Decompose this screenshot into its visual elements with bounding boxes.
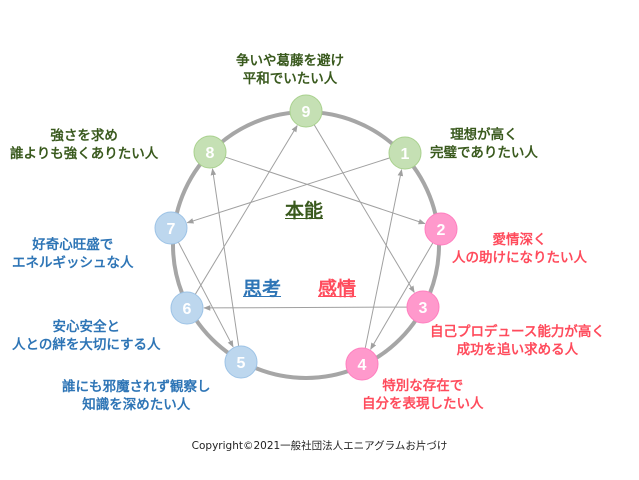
label-3: 自己プロデュース能力が高く成功を追い求める人 (430, 324, 605, 358)
node-6: 6 (170, 291, 204, 325)
node-8: 8 (193, 135, 227, 169)
label-6: 安心安全と人との絆を大切にする人 (12, 319, 161, 353)
node-number: 7 (167, 221, 176, 238)
arrow-6-to-9 (194, 124, 298, 295)
arrow-7-to-5 (177, 241, 234, 348)
arrow-1-to-7 (186, 157, 390, 224)
arrow-5-to-8 (210, 168, 240, 347)
node-number: 1 (401, 146, 410, 163)
node-circle (345, 347, 379, 381)
node-number: 8 (206, 145, 215, 162)
arrow-3-to-6 (203, 305, 408, 311)
node-circle (289, 94, 323, 128)
node-2: 2 (424, 212, 458, 246)
node-1: 1 (388, 136, 422, 170)
label-9: 争いや葛藤を避け平和でいたい人 (236, 53, 344, 87)
node-circle (193, 135, 227, 169)
node-number: 6 (183, 301, 192, 318)
label-7: 好奇心旺盛でエネルギッシュな人 (12, 237, 134, 271)
arrow-2-to-4 (370, 242, 434, 350)
node-circle (388, 136, 422, 170)
center-feeling: 感情 (318, 278, 357, 300)
label-2: 愛情深く人の助けになりたい人 (452, 232, 587, 266)
node-number: 4 (358, 357, 367, 374)
arrow-4-to-1 (364, 168, 404, 349)
label-5: 誰にも邪魔されず観察し知識を深めたい人 (62, 379, 211, 413)
node-circle (154, 211, 188, 245)
center-thinking: 思考 (243, 278, 282, 300)
node-circle (170, 291, 204, 325)
node-number: 5 (237, 355, 246, 372)
label-4: 特別な存在で自分を表現したい人 (362, 378, 484, 412)
node-number: 9 (302, 104, 311, 121)
node-circle (406, 290, 440, 324)
node-number: 3 (419, 300, 428, 317)
label-1: 理想が高く完璧でありたい人 (430, 127, 538, 161)
copyright: Copyright©2021一般社団法人エニアグラムお片づけ (191, 440, 448, 452)
node-9: 9 (289, 94, 323, 128)
node-4: 4 (345, 347, 379, 381)
node-circle (224, 345, 258, 379)
arrow-9-to-3 (313, 124, 415, 294)
label-8: 強さを求め誰よりも強くありたい人 (10, 128, 159, 162)
center-instinct: 本能 (285, 200, 324, 222)
node-5: 5 (224, 345, 258, 379)
node-number: 2 (437, 222, 446, 239)
arrow-8-to-2 (225, 156, 426, 225)
node-circle (424, 212, 458, 246)
node-3: 3 (406, 290, 440, 324)
node-7: 7 (154, 211, 188, 245)
